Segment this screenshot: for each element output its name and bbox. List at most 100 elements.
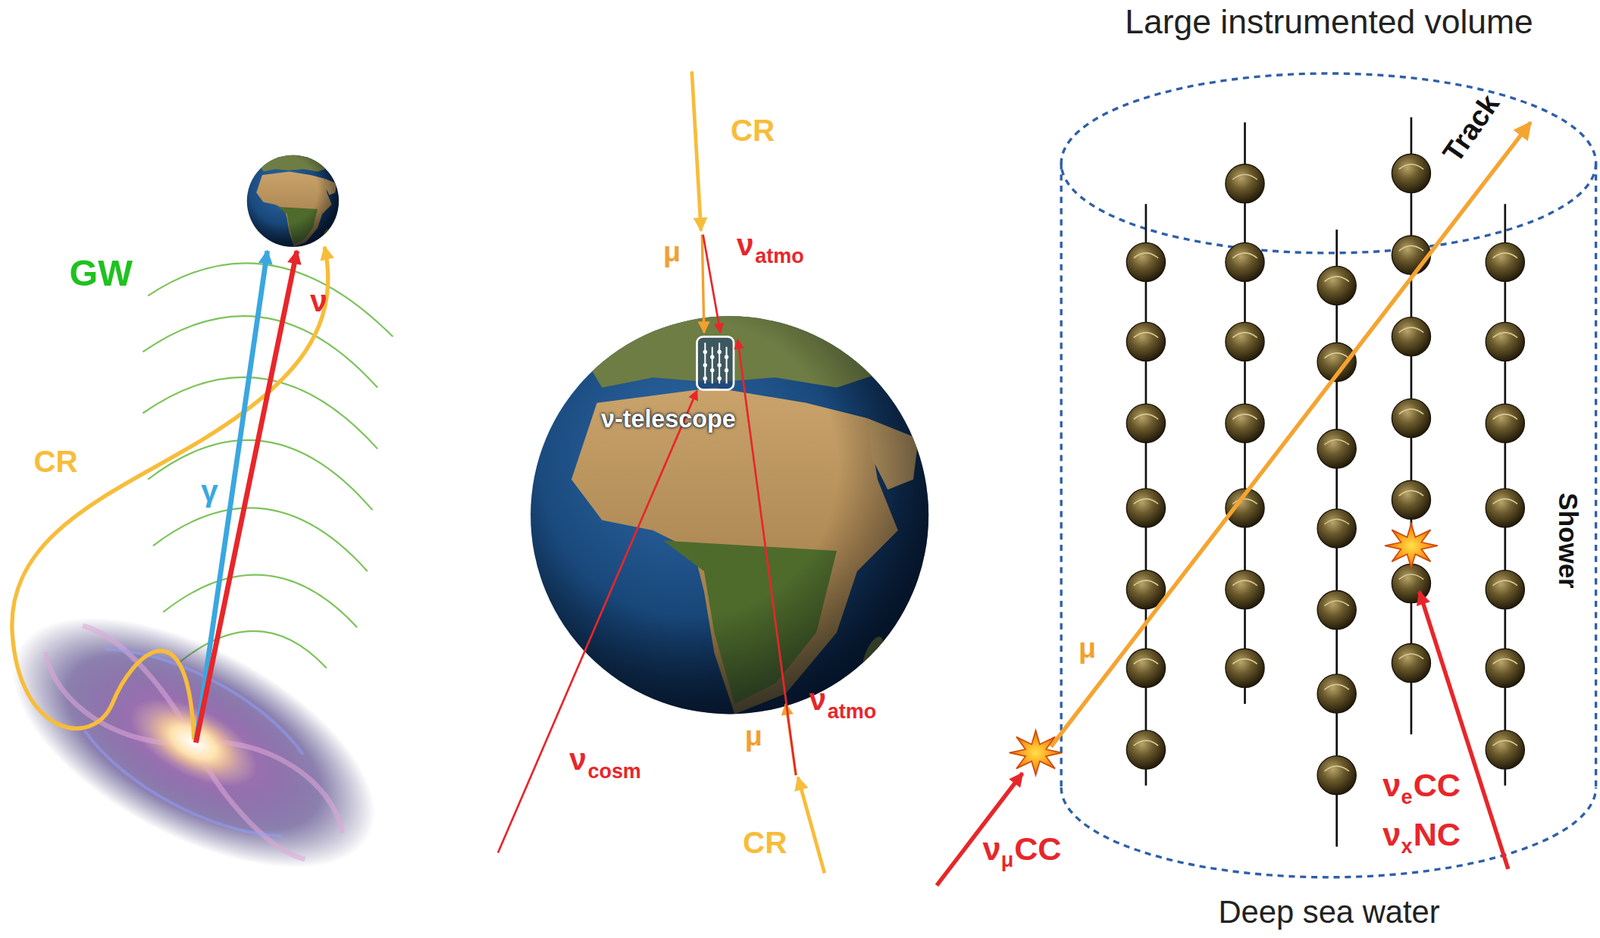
particle-label: ν [809,684,827,715]
particle-label: CR [33,447,78,478]
module-highlight [1493,332,1518,339]
optical-module [1225,164,1265,204]
subscript: μ [999,849,1015,871]
module-highlight [1399,245,1424,251]
particle-label: ν [309,285,327,317]
earth [530,288,929,714]
module-highlight [1493,498,1518,505]
optical-module [1225,403,1265,443]
optical-module [1391,644,1431,683]
module-highlight [1399,654,1424,660]
optical-module [1317,509,1356,548]
module-highlight [1493,740,1518,746]
optical-module [1391,398,1431,438]
module-highlight [1493,659,1518,665]
module-highlight [1493,580,1518,586]
optical-module [1126,403,1165,443]
optical-module [1391,235,1431,275]
particle-label: γ [200,476,218,508]
middle-arrows [497,71,825,874]
optical-module [1126,242,1165,282]
optical-module [1485,570,1525,610]
module-highlight [1232,332,1257,339]
optical-module [1485,322,1525,361]
telescope-node: ν-telescope [566,331,771,435]
interaction-burst [1008,730,1062,776]
optical-module [1225,322,1265,361]
node-heading: ν-telescope [601,404,736,434]
module-highlight [1324,439,1349,445]
optical-module [1317,429,1356,469]
module-highlight [1133,580,1159,586]
optical-module [1225,570,1265,610]
particle-label: ν [1381,769,1403,802]
particle-label: CR [742,827,787,858]
module-highlight [1133,414,1159,420]
particle-label: ν [981,832,1002,866]
numu-arrow [936,773,1023,886]
optical-module [1317,266,1356,305]
module-highlight [1399,574,1424,580]
particle-label: ν [1381,818,1403,852]
subscript: x [1399,836,1414,857]
module-highlight [1232,253,1257,259]
optical-module [1317,591,1356,630]
optical-module [1126,488,1165,528]
module-highlight [1133,740,1159,746]
module-highlight [1133,253,1159,259]
interaction-burst [1384,523,1438,569]
particle-label: CC [1412,769,1462,802]
module-highlight [1133,332,1159,339]
particle-label: μ [745,722,763,752]
particle-label: ν [569,745,586,776]
node-heading: Large instrumented volume [1124,2,1533,44]
small-earth [247,148,339,248]
particle-label: μ [1078,634,1096,664]
optical-module [1485,730,1525,770]
module-highlight [1324,276,1349,282]
module-highlight [1232,174,1257,180]
optical-module [1391,153,1431,193]
particle-label: μ [663,237,681,267]
optical-module [1126,730,1165,770]
subscript: atmo [754,245,804,267]
subscript: cosm [587,760,641,782]
module-highlight [1232,580,1257,586]
optical-module [1485,488,1525,528]
optical-module [1391,317,1431,357]
module-highlight [1232,659,1257,665]
module-highlight [1399,409,1424,415]
module-highlight [1133,659,1159,665]
wave-label: GW [69,255,133,292]
optical-module [1126,322,1165,361]
module-highlight [1324,766,1349,772]
module-highlight [1399,327,1424,333]
module-highlight [1324,684,1349,690]
module-highlight [1399,491,1424,497]
node-caption: Deep sea water [1218,893,1440,933]
module-highlight [1232,414,1257,420]
module-highlight [1324,353,1349,359]
gamma-arrow [195,250,267,743]
subscript: e [1399,786,1414,808]
particle-label: CC [1013,832,1063,866]
gravitational-wave-arcs [142,263,393,668]
module-highlight [1493,253,1518,259]
optical-module [1485,648,1525,688]
optical-module [1225,242,1265,282]
instrumented-volume: Large instrumented volumeDeep sea water [1051,2,1600,934]
optical-module [1317,674,1356,714]
module-highlight [1399,164,1424,170]
neutrino-arrow [195,250,297,743]
galaxy [0,566,414,919]
particle-label: CR [730,115,775,146]
particle-label: ν [736,229,754,260]
particle-label: NC [1412,818,1462,852]
optical-module [1391,480,1431,520]
event-type-label: Shower [1555,492,1582,589]
telescope-icon [697,336,734,390]
optical-module [1126,648,1165,688]
